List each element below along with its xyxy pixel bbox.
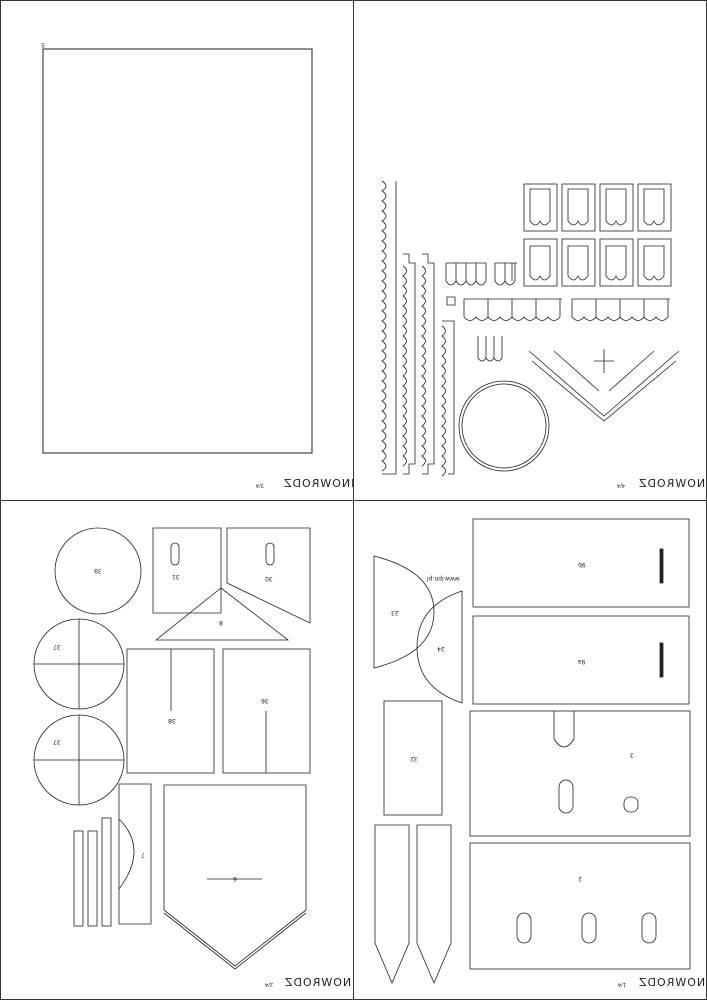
page-number: 3/4 xyxy=(256,482,265,488)
part-label: 7 xyxy=(141,851,145,858)
part-label: www.ipn.pl xyxy=(427,575,460,582)
part-label: 2 xyxy=(578,875,582,882)
sheet-top-right: 4/4 INOWRODZ xyxy=(353,0,707,501)
part-label: 31 xyxy=(172,573,180,580)
part-label: 9a xyxy=(578,658,586,665)
sheet-bottom-left: 39 31 30 8 37 37 38 36 7 6 2/4 INOWRODZ xyxy=(0,500,356,1000)
cut-parts-group xyxy=(33,527,311,970)
part-label: 5 xyxy=(41,41,45,48)
part-label: 32 xyxy=(410,755,418,762)
cut-outline-5 xyxy=(42,48,313,454)
part-label: 9b xyxy=(578,561,586,568)
sheet-bottom-right: 23 24 www.ipn.pl 32 9b 9a 3 2 1/4 INOWRO… xyxy=(353,500,707,1000)
brand-logo: INOWRODZ xyxy=(638,477,707,490)
part-label: 24 xyxy=(437,645,445,652)
page-number: 1/4 xyxy=(618,981,627,987)
part-label: 3 xyxy=(630,751,634,758)
part-label: 36 xyxy=(261,697,269,704)
brand-logo: INOWRODZ xyxy=(638,976,707,989)
part-label: 23 xyxy=(391,609,399,616)
brand-logo: INOWRODZ xyxy=(284,976,356,989)
sheet-top-left: 5 3/4 INOWRODZ xyxy=(0,0,354,501)
page-number: 2/4 xyxy=(265,981,274,987)
brand-logo: INOWRODZ xyxy=(283,477,355,490)
page-number: 4/4 xyxy=(617,482,626,488)
part-label: 30 xyxy=(265,575,273,582)
part-label: 37 xyxy=(53,643,61,650)
part-label: 8 xyxy=(219,619,223,626)
part-label: 37 xyxy=(53,738,61,745)
part-label: 39 xyxy=(94,567,102,574)
cut-parts-group xyxy=(373,518,691,985)
part-label: 38 xyxy=(168,717,176,724)
cut-parts-group xyxy=(381,180,680,477)
part-label: 6 xyxy=(233,875,237,882)
